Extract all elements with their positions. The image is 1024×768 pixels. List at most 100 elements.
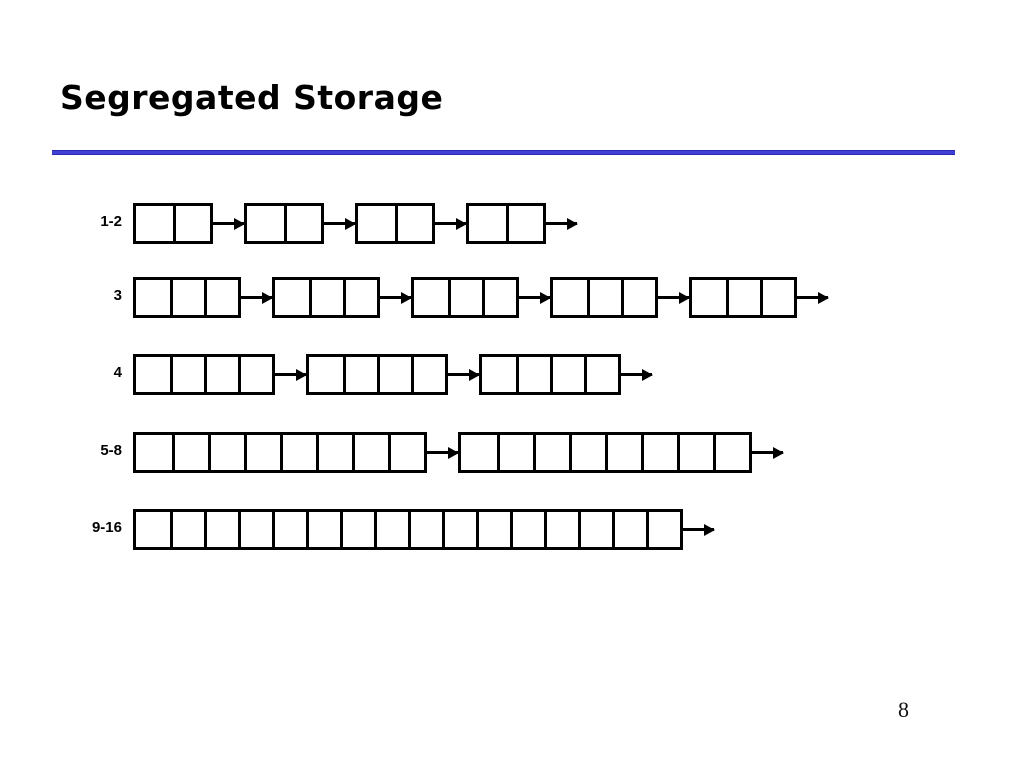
free-list-row-4 — [133, 354, 653, 395]
memory-cell — [584, 357, 618, 392]
memory-cell — [388, 435, 424, 470]
memory-cell — [208, 435, 244, 470]
memory-cell — [408, 512, 442, 547]
next-pointer-arrow — [380, 291, 412, 304]
memory-cell — [544, 512, 578, 547]
memory-cell — [692, 280, 726, 315]
free-list-row-3 — [133, 277, 829, 318]
page-title: Segregated Storage — [60, 78, 444, 117]
memory-cell — [442, 512, 476, 547]
memory-cell — [136, 206, 173, 241]
memory-cell — [280, 435, 316, 470]
memory-cell — [377, 357, 411, 392]
memory-cell — [358, 206, 395, 241]
memory-cell — [244, 435, 280, 470]
memory-cell — [340, 512, 374, 547]
memory-cell — [411, 357, 445, 392]
memory-cell — [760, 280, 794, 315]
memory-cell — [204, 280, 238, 315]
next-pointer-arrow — [519, 291, 551, 304]
memory-cell — [395, 206, 432, 241]
memory-cell — [578, 512, 612, 547]
title-divider — [52, 150, 955, 155]
memory-cell — [170, 357, 204, 392]
memory-block — [133, 432, 427, 473]
memory-cell — [170, 512, 204, 547]
memory-cell — [247, 206, 284, 241]
memory-cell — [204, 512, 238, 547]
memory-cell — [621, 280, 655, 315]
memory-cell — [238, 357, 272, 392]
memory-cell — [272, 512, 306, 547]
memory-cell — [469, 206, 506, 241]
memory-cell — [510, 512, 544, 547]
next-pointer-arrow-tail — [752, 446, 784, 459]
memory-cell — [172, 435, 208, 470]
memory-block — [689, 277, 797, 318]
next-pointer-arrow — [658, 291, 690, 304]
memory-block — [458, 432, 752, 473]
size-class-label-4: 4 — [113, 364, 122, 381]
memory-cell — [173, 206, 210, 241]
next-pointer-arrow — [241, 291, 273, 304]
memory-cell — [306, 512, 340, 547]
size-class-label-9-16: 9-16 — [91, 519, 122, 536]
next-pointer-arrow-tail — [546, 217, 578, 230]
memory-cell — [726, 280, 760, 315]
memory-cell — [476, 512, 510, 547]
memory-block — [466, 203, 546, 244]
page-number: 8 — [898, 697, 909, 722]
memory-block — [306, 354, 448, 395]
memory-cell — [587, 280, 621, 315]
memory-cell — [448, 280, 482, 315]
free-list-row-9-16 — [133, 509, 715, 550]
memory-cell — [533, 435, 569, 470]
memory-cell — [316, 435, 352, 470]
next-pointer-arrow-tail — [621, 368, 653, 381]
memory-cell — [238, 512, 272, 547]
memory-block — [479, 354, 621, 395]
memory-cell — [284, 206, 321, 241]
memory-cell — [136, 512, 170, 547]
memory-block — [133, 509, 683, 550]
free-list-row-1-2 — [133, 203, 578, 244]
memory-cell — [482, 280, 516, 315]
memory-block — [550, 277, 658, 318]
next-pointer-arrow — [435, 217, 467, 230]
memory-block — [355, 203, 435, 244]
next-pointer-arrow-tail — [797, 291, 829, 304]
next-pointer-arrow — [448, 368, 480, 381]
next-pointer-arrow — [324, 217, 356, 230]
next-pointer-arrow — [275, 368, 307, 381]
memory-block — [411, 277, 519, 318]
memory-cell — [136, 357, 170, 392]
next-pointer-arrow — [213, 217, 245, 230]
size-class-label-1-2: 1-2 — [100, 213, 122, 230]
memory-cell — [170, 280, 204, 315]
memory-block — [133, 354, 275, 395]
size-class-label-5-8: 5-8 — [100, 442, 122, 459]
size-class-label-3: 3 — [113, 287, 122, 304]
memory-block — [133, 203, 213, 244]
memory-block — [133, 277, 241, 318]
memory-cell — [414, 280, 448, 315]
memory-cell — [641, 435, 677, 470]
memory-cell — [550, 357, 584, 392]
next-pointer-arrow-tail — [683, 523, 715, 536]
memory-cell — [374, 512, 408, 547]
memory-cell — [605, 435, 641, 470]
free-list-row-5-8 — [133, 432, 784, 473]
memory-cell — [461, 435, 497, 470]
memory-cell — [352, 435, 388, 470]
memory-cell — [204, 357, 238, 392]
memory-cell — [569, 435, 605, 470]
memory-cell — [612, 512, 646, 547]
memory-cell — [677, 435, 713, 470]
memory-cell — [275, 280, 309, 315]
memory-cell — [343, 280, 377, 315]
memory-cell — [136, 435, 172, 470]
memory-cell — [553, 280, 587, 315]
memory-block — [272, 277, 380, 318]
memory-cell — [497, 435, 533, 470]
